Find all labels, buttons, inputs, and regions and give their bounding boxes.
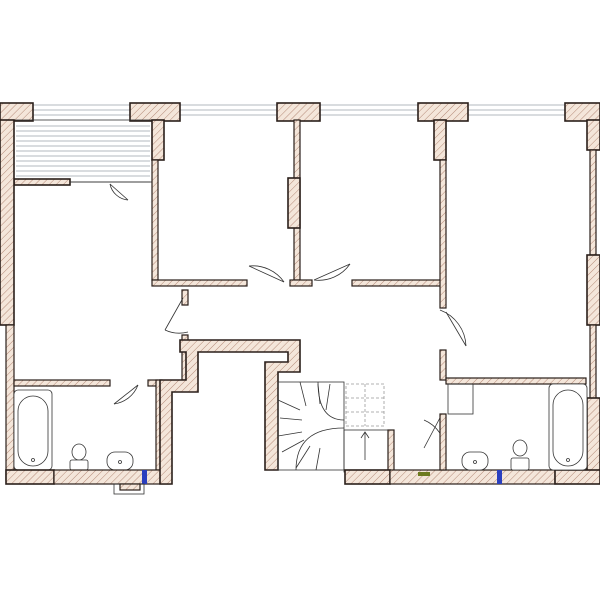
- toilet-icon: [69, 443, 89, 471]
- hall-walls: [159, 289, 301, 485]
- bathtub-icon: [13, 389, 53, 471]
- sink-icon: [106, 451, 134, 471]
- bedroom-middle-walls: [287, 119, 443, 287]
- stair-tread: [279, 417, 303, 421]
- stair-tread: [281, 439, 305, 453]
- sink-icon: [461, 451, 489, 471]
- stair-tread: [277, 431, 303, 437]
- bottom-wall: [344, 469, 600, 485]
- upper-stair-outline: [345, 383, 385, 427]
- bedroom-right-walls: [433, 119, 600, 481]
- bathtub-icon: [548, 383, 588, 471]
- bathroom-right: [423, 377, 588, 471]
- water-pipe-icon: [497, 470, 502, 484]
- bedroom-small-walls: [151, 119, 285, 287]
- stair-tread: [315, 447, 321, 471]
- balcony: [13, 119, 153, 201]
- toilet-icon: [510, 439, 530, 471]
- left-outer-wall: [0, 119, 15, 481]
- stair-tread: [325, 383, 331, 411]
- utility-box-icon: [418, 472, 430, 476]
- water-pipe-icon: [142, 470, 147, 484]
- stair-tread: [299, 381, 307, 407]
- staircase: [277, 381, 395, 473]
- stair-tread: [277, 399, 301, 411]
- top-pillars: [0, 102, 600, 122]
- stair-tread: [295, 445, 311, 469]
- bathroom-left: [5, 379, 171, 495]
